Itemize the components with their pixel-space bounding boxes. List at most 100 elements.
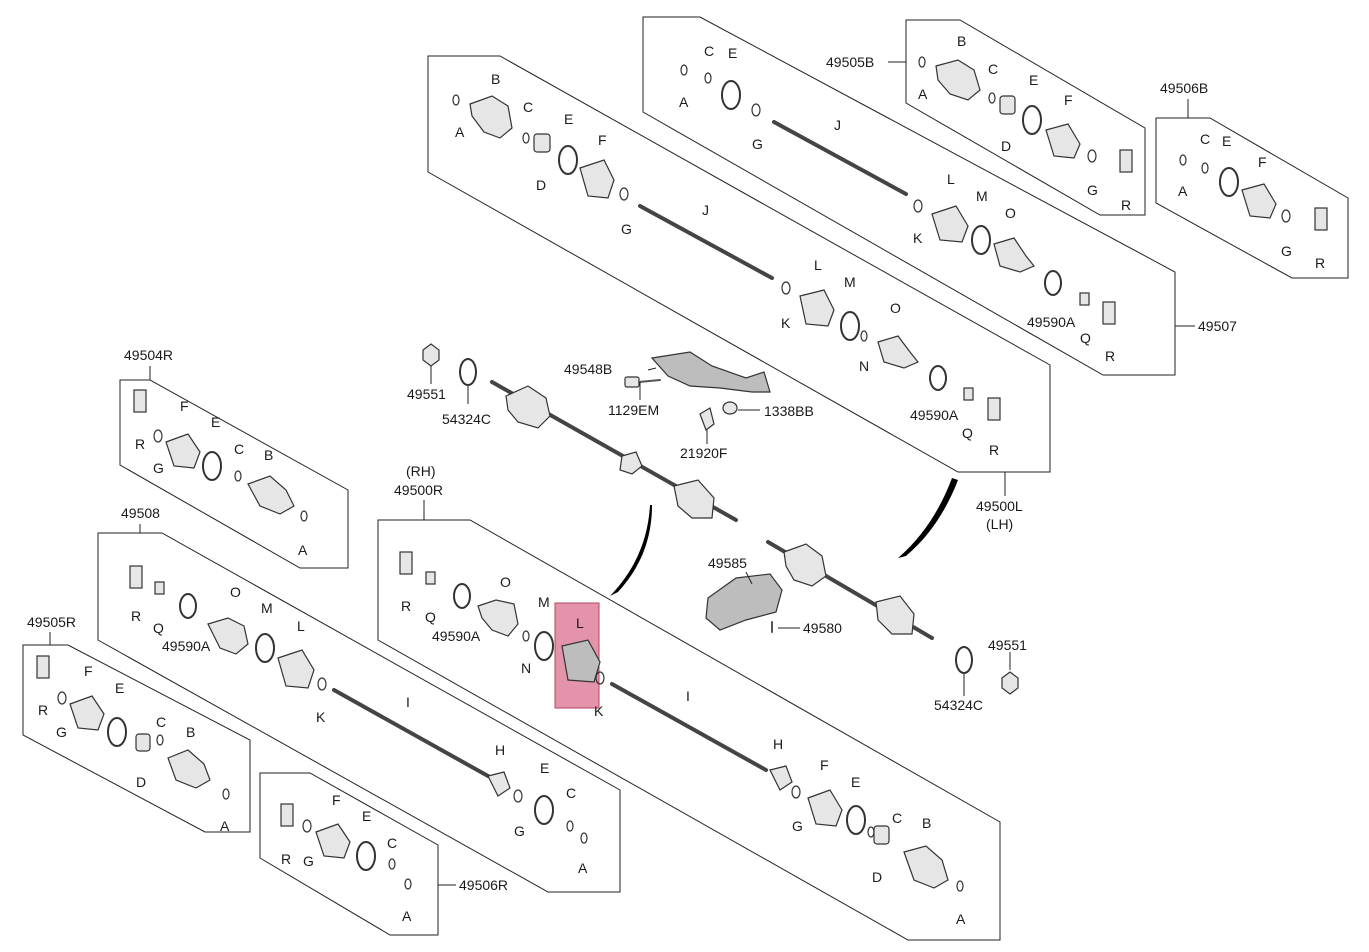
- panel-49504R-letters: R G F E C B A: [135, 398, 308, 558]
- label-49590A: 49590A: [432, 628, 481, 644]
- label-E: E: [1029, 72, 1038, 88]
- label-D: D: [536, 177, 546, 193]
- label-C: C: [523, 99, 533, 115]
- label-K: K: [316, 709, 326, 725]
- label-J: J: [834, 117, 841, 133]
- label-G: G: [792, 818, 803, 834]
- label-L-highlighted: L: [576, 615, 584, 631]
- label-Q: Q: [425, 609, 436, 625]
- label-49548B: 49548B: [564, 361, 612, 377]
- label-D: D: [1001, 138, 1011, 154]
- label-E: E: [362, 808, 371, 824]
- label-49590A: 49590A: [1027, 314, 1076, 330]
- panel-49506R: [259, 772, 439, 936]
- label-49505B: 49505B: [826, 54, 874, 70]
- center-assembly: [422, 343, 1019, 695]
- panel-49506B-letters: A C E F G R: [1178, 131, 1325, 271]
- label-R: R: [281, 851, 291, 867]
- label-E: E: [564, 111, 573, 127]
- label-C: C: [988, 61, 998, 77]
- label-B: B: [264, 447, 273, 463]
- panel-49500R-parts: [399, 551, 964, 892]
- label-49551-lower: 49551: [988, 637, 1027, 653]
- label-54324C: 54324C: [442, 411, 491, 427]
- panel-49505B: [905, 19, 1146, 216]
- label-N: N: [521, 660, 531, 676]
- label-L: L: [814, 257, 822, 273]
- label-49500R: 49500R: [394, 482, 443, 498]
- label-C: C: [387, 835, 397, 851]
- panel-49507-letters: A C E G J K L M O 49590A Q R: [679, 43, 1115, 364]
- label-49590A: 49590A: [910, 407, 959, 423]
- label-O: O: [230, 584, 241, 600]
- panel-49507-parts: [680, 64, 1116, 325]
- panel-49507: [642, 16, 1176, 376]
- label-49507: 49507: [1198, 318, 1237, 334]
- panel-49505B-parts: [918, 56, 1133, 173]
- label-R: R: [1315, 255, 1325, 271]
- label-R: R: [135, 436, 145, 452]
- label-O: O: [1005, 205, 1016, 221]
- panel-49500R: [377, 519, 1001, 941]
- label-A: A: [918, 86, 928, 102]
- label-1129EM: 1129EM: [608, 402, 659, 418]
- label-49506R: 49506R: [459, 877, 508, 893]
- label-C: C: [566, 785, 576, 801]
- label-R: R: [1105, 348, 1115, 364]
- label-54324C-lower: 54324C: [934, 697, 983, 713]
- label-1338BB: 1338BB: [764, 403, 814, 419]
- label-F: F: [820, 757, 829, 773]
- panel-49505R-letters: R G F E C D B A: [38, 663, 230, 834]
- label-21920F: 21920F: [680, 445, 727, 461]
- label-G: G: [621, 221, 632, 237]
- label-H: H: [495, 742, 505, 758]
- label-C: C: [704, 43, 714, 59]
- label-G: G: [56, 724, 67, 740]
- panel-49505R: [22, 644, 251, 833]
- label-49505R: 49505R: [27, 614, 76, 630]
- label-F: F: [1258, 154, 1267, 170]
- label-49580: 49580: [803, 620, 842, 636]
- label-O: O: [890, 300, 901, 316]
- panel-49505B-letters: A B C D E F G R: [918, 33, 1131, 213]
- label-F: F: [84, 663, 93, 679]
- label-LH: (LH): [986, 516, 1013, 532]
- label-I: I: [406, 694, 410, 710]
- panel-49500R-letters: R Q 49590A O M N L K I H G F E C D B A: [401, 574, 966, 927]
- label-A: A: [1178, 183, 1188, 199]
- label-A: A: [679, 94, 689, 110]
- label-F: F: [332, 792, 341, 808]
- label-C: C: [1200, 131, 1210, 147]
- label-J: J: [702, 202, 709, 218]
- label-C: C: [156, 714, 166, 730]
- label-D: D: [872, 869, 882, 885]
- label-B: B: [186, 724, 195, 740]
- label-G: G: [752, 136, 763, 152]
- panel-49508-letters: R Q 49590A O M L K I H G E C A: [131, 584, 588, 876]
- label-49500L: 49500L: [976, 498, 1023, 514]
- label-M: M: [261, 600, 273, 616]
- panel-49508-parts: [129, 565, 588, 844]
- label-49508: 49508: [121, 505, 160, 521]
- label-K: K: [913, 230, 923, 246]
- label-G: G: [1087, 182, 1098, 198]
- label-E: E: [1222, 133, 1231, 149]
- label-R: R: [38, 702, 48, 718]
- label-D: D: [136, 774, 146, 790]
- label-E: E: [728, 45, 737, 61]
- label-M: M: [844, 274, 856, 290]
- label-L: L: [297, 618, 305, 634]
- label-E: E: [851, 774, 860, 790]
- panel-49500L-parts: [452, 94, 1001, 421]
- panel-49506B: [1155, 117, 1349, 279]
- panel-49506B-parts: [1179, 154, 1328, 231]
- label-O: O: [500, 574, 511, 590]
- label-G: G: [153, 460, 164, 476]
- label-F: F: [1064, 92, 1073, 108]
- label-B: B: [957, 33, 966, 49]
- label-F: F: [180, 398, 189, 414]
- label-N: N: [859, 358, 869, 374]
- label-A: A: [298, 542, 308, 558]
- curved-arrow-lh: [898, 478, 958, 558]
- panel-49508: [97, 532, 621, 893]
